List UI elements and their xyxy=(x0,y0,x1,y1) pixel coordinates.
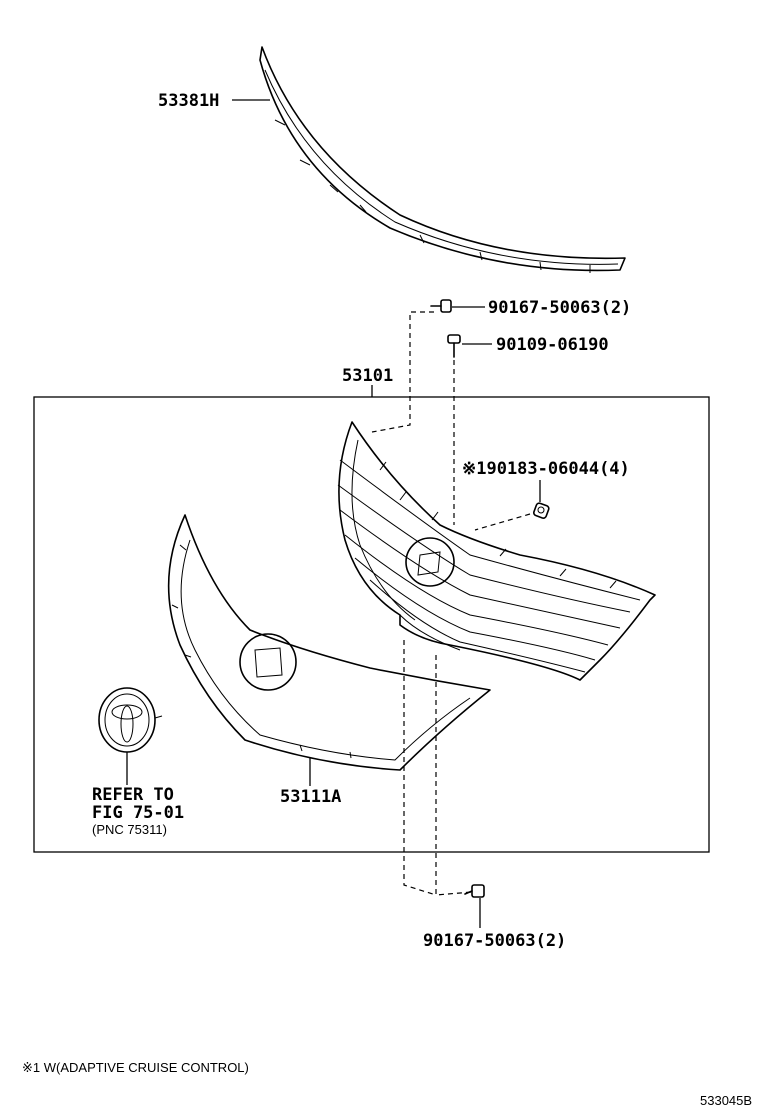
label-refer-line2: FIG 75-01 xyxy=(92,803,184,823)
screw-icon xyxy=(447,334,461,358)
label-assembly: 53101 xyxy=(342,366,393,386)
radiator-grille-part xyxy=(337,421,656,681)
dashed-guide-bottom-left xyxy=(403,640,437,896)
dashed-guide-bolt-top xyxy=(371,311,434,433)
grille-sub-part xyxy=(167,514,491,771)
assembly-box xyxy=(33,396,710,853)
label-nut: ※190183-06044(4) xyxy=(462,459,630,479)
label-bolt-bottom: 90167-50063(2) xyxy=(423,931,566,951)
upper-molding-part xyxy=(259,46,626,273)
label-grille-sub: 53111A xyxy=(280,787,341,807)
bolt-icon-top xyxy=(430,299,452,313)
footnote: ※1 W(ADAPTIVE CRUISE CONTROL) xyxy=(22,1060,249,1075)
label-refer-line3: (PNC 75311) xyxy=(92,822,167,837)
label-molding: 53381H xyxy=(158,91,219,111)
figure-id: 533045B xyxy=(700,1093,752,1108)
label-refer-line1: REFER TO xyxy=(92,785,174,805)
label-screw: 90109-06190 xyxy=(496,335,609,355)
bolt-icon-bottom xyxy=(464,884,485,898)
dashed-guide-nut xyxy=(474,513,531,531)
nut-icon xyxy=(533,502,550,519)
toyota-emblem-icon xyxy=(98,687,163,753)
label-bolt-top: 90167-50063(2) xyxy=(488,298,631,318)
dashed-guide-bottom-right xyxy=(435,655,473,896)
